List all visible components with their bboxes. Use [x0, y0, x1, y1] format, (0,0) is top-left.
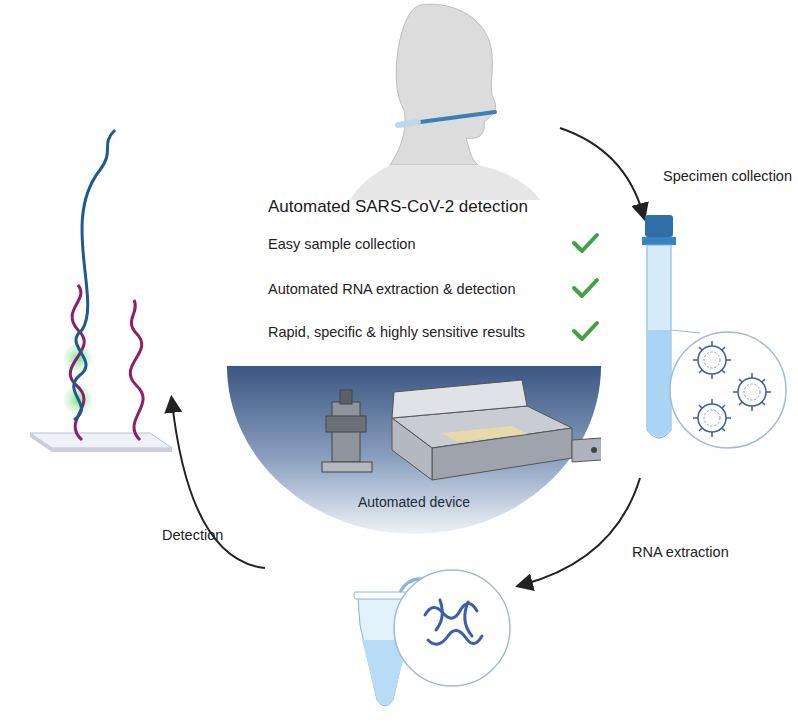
step-label: Specimen collection [663, 168, 792, 184]
diagram-title: Automated SARS-CoV-2 detection [268, 197, 528, 217]
checklist-item: Easy sample collection [268, 236, 416, 252]
checklist-item: Rapid, specific & highly sensitive resul… [268, 324, 525, 340]
step-label: RNA extraction [632, 544, 729, 560]
step-label: Detection [162, 527, 223, 543]
device-band: Automated device [227, 366, 601, 534]
device-label: Automated device [358, 494, 470, 510]
checklist-item: Automated RNA extraction & detection [268, 281, 515, 297]
